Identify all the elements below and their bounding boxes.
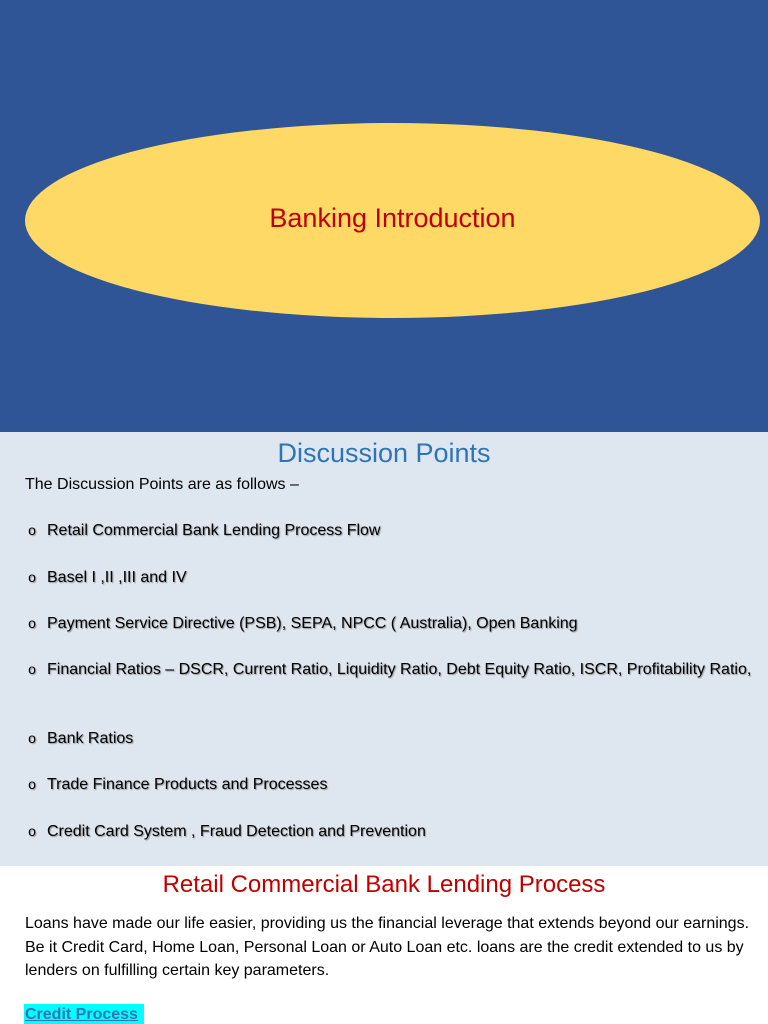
intro-text: The Discussion Points are as follows – (25, 476, 299, 493)
title-ellipse: Banking Introduction (25, 123, 760, 318)
list-item: o Basel I ,II ,III and IV (25, 566, 755, 589)
bullet-circle-icon: o (28, 615, 36, 631)
section-heading: Credit Process (24, 1004, 144, 1024)
body-paragraph: Loans have made our life easier, providi… (25, 915, 750, 979)
list-item: o Trade Finance Products and Processes (25, 773, 755, 796)
bullet-circle-icon: o (28, 661, 36, 677)
list-item: o Retail Commercial Bank Lending Process… (25, 519, 755, 542)
title-slide: Banking Introduction (0, 0, 768, 432)
bullet-circle-icon: o (28, 776, 36, 792)
list-item: o Payment Service Directive (PSB), SEPA,… (25, 612, 755, 635)
discussion-points-slide: Discussion Points The Discussion Points … (0, 432, 768, 866)
bullet-circle-icon: o (28, 569, 36, 585)
list-item: o Bank Ratios (25, 727, 755, 750)
bullet-circle-icon: o (28, 730, 36, 746)
bullet-circle-icon: o (28, 823, 36, 839)
lending-process-slide: Retail Commercial Bank Lending Process L… (0, 866, 768, 1024)
slide-heading: Discussion Points (277, 438, 491, 468)
list-item: o Financial Ratios – DSCR, Current Ratio… (25, 658, 755, 681)
slide-title: Banking Introduction (269, 203, 516, 233)
list-item: o Credit Card System , Fraud Detection a… (25, 820, 755, 843)
bullet-circle-icon: o (28, 522, 36, 538)
slide-heading: Retail Commercial Bank Lending Process (162, 871, 606, 898)
